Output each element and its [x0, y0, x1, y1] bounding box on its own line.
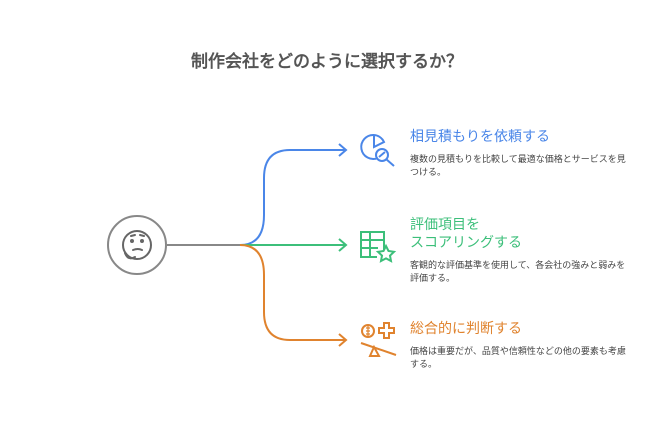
option-overall-judgment: 総合的に判断する 価格は重要だが、品質や信頼性などの他の要素も考慮する。 [410, 320, 630, 372]
diagram-title: 制作会社をどのように選択するか？ [191, 52, 463, 72]
option-heading: 評価項目を [410, 217, 480, 233]
option-scoring: 評価項目を スコアリングする 客観的な評価基準を使用して、各会社の強みと弱みを評… [410, 216, 630, 286]
branch-orange [239, 244, 348, 347]
option-description: 複数の見積もりを比較して最適な価格とサービスを見つける。 [410, 155, 626, 178]
option-request-quotes: 相見積もりを依頼する 複数の見積もりを比較して最適な価格とサービスを見つける。 [410, 128, 630, 180]
option-heading: 相見積もりを依頼する [410, 129, 550, 145]
option-heading: 総合的に判断する [410, 321, 522, 337]
branch-green [240, 238, 348, 252]
chart-search-icon [360, 133, 395, 167]
balance-scale-icon [360, 322, 397, 357]
option-description: 客観的な評価基準を使用して、各会社の強みと弱みを評価する。 [410, 261, 626, 284]
option-heading-line2: スコアリングする [410, 235, 522, 251]
table-star-icon [360, 231, 397, 263]
branch-blue [239, 143, 348, 246]
thinking-face-icon [107, 215, 167, 275]
option-description: 価格は重要だが、品質や信頼性などの他の要素も考慮する。 [410, 347, 626, 370]
